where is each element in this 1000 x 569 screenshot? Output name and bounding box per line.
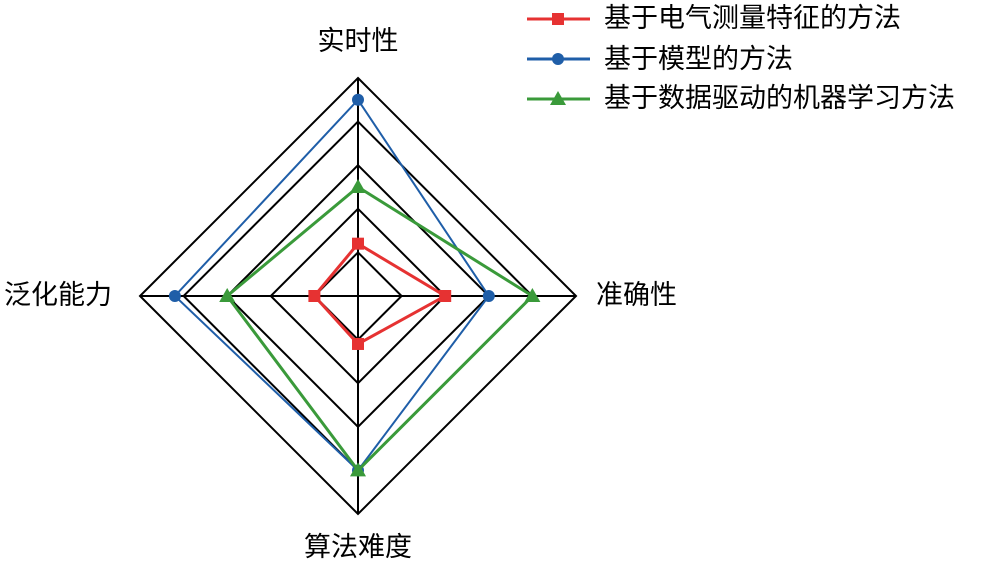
series-0-point-2: [352, 337, 364, 350]
series-1-point-1: [482, 290, 495, 302]
series-2-point-2: [350, 462, 366, 477]
series-line-0: [312, 241, 449, 346]
series-0-point-0: [352, 237, 364, 250]
axis-label-generalization: 泛化能力: [4, 280, 112, 311]
series-0-point-1: [439, 290, 452, 302]
legend-marker-0: [552, 13, 564, 25]
radar-grid: [138, 76, 578, 516]
legend-marks: [527, 13, 590, 105]
series-2-point-0: [350, 179, 366, 193]
radar-series: [168, 93, 541, 477]
series-0-point-3: [308, 290, 321, 302]
series-1-point-0: [352, 93, 364, 106]
series-1-point-3: [168, 290, 181, 302]
axis-label-accuracy: 准确性: [596, 280, 677, 311]
series-line-1: [173, 98, 491, 472]
axis-label-algorithm-difficulty: 算法难度: [304, 532, 412, 563]
axis-label-realtime: 实时性: [317, 26, 399, 57]
legend-marker-1: [552, 53, 564, 65]
series-2-point-1: [524, 288, 541, 302]
legend-label-ml-method: 基于数据驱动的机器学习方法: [604, 83, 955, 114]
series-2-point-3: [219, 288, 236, 302]
legend-label-electrical-method: 基于电气测量特征的方法: [604, 3, 901, 34]
legend-marker-2: [550, 91, 566, 105]
legend-label-model-method: 基于模型的方法: [604, 44, 793, 75]
